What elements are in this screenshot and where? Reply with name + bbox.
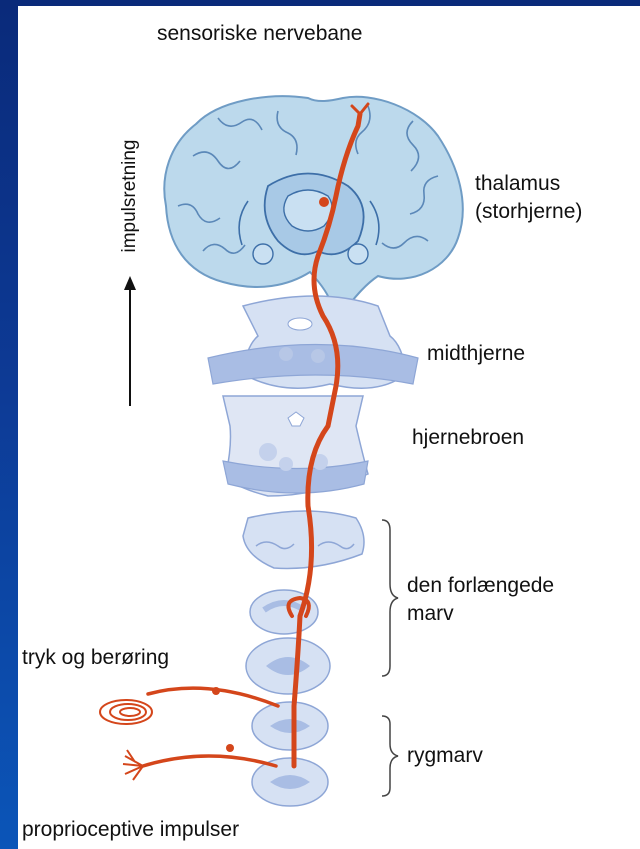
- impulse-direction-arrow: [124, 276, 136, 406]
- spinal-cord-label: rygmarv: [407, 744, 483, 768]
- proprioceptive-label: proprioceptive impulser: [22, 818, 239, 842]
- medulla-segment: [243, 511, 364, 634]
- thalamus-synapse-dot: [319, 197, 329, 207]
- slide-panel: sensoriske nervebane impulsretning thala…: [18, 6, 640, 849]
- spinal-cord-segments: [246, 638, 330, 806]
- pons-segment: [223, 396, 368, 496]
- midbrain-segment: [208, 296, 418, 388]
- medulla-bracket: [382, 520, 398, 676]
- medulla-label: den forlængede: [407, 574, 554, 598]
- thalamus-sub-label: (storhjerne): [475, 200, 582, 224]
- sensory-pathway-diagram: [18, 6, 640, 849]
- pons-label: hjernebroen: [412, 426, 524, 450]
- medulla-sub-label: marv: [407, 602, 454, 626]
- spinal-cord-bracket: [382, 716, 398, 796]
- touch-neuron-cell-body: [212, 687, 220, 695]
- touch-label: tryk og berøring: [22, 646, 169, 670]
- proprioceptive-neuron-cell-body: [226, 744, 234, 752]
- thalamus-label: thalamus: [475, 172, 560, 196]
- touch-receptor-icon: [100, 700, 152, 724]
- proprioceptive-receptor-icon: [123, 750, 143, 780]
- midbrain-label: midthjerne: [427, 342, 525, 366]
- diagram-title: sensoriske nervebane: [157, 22, 362, 46]
- impulse-direction-label: impulsretning: [119, 140, 141, 253]
